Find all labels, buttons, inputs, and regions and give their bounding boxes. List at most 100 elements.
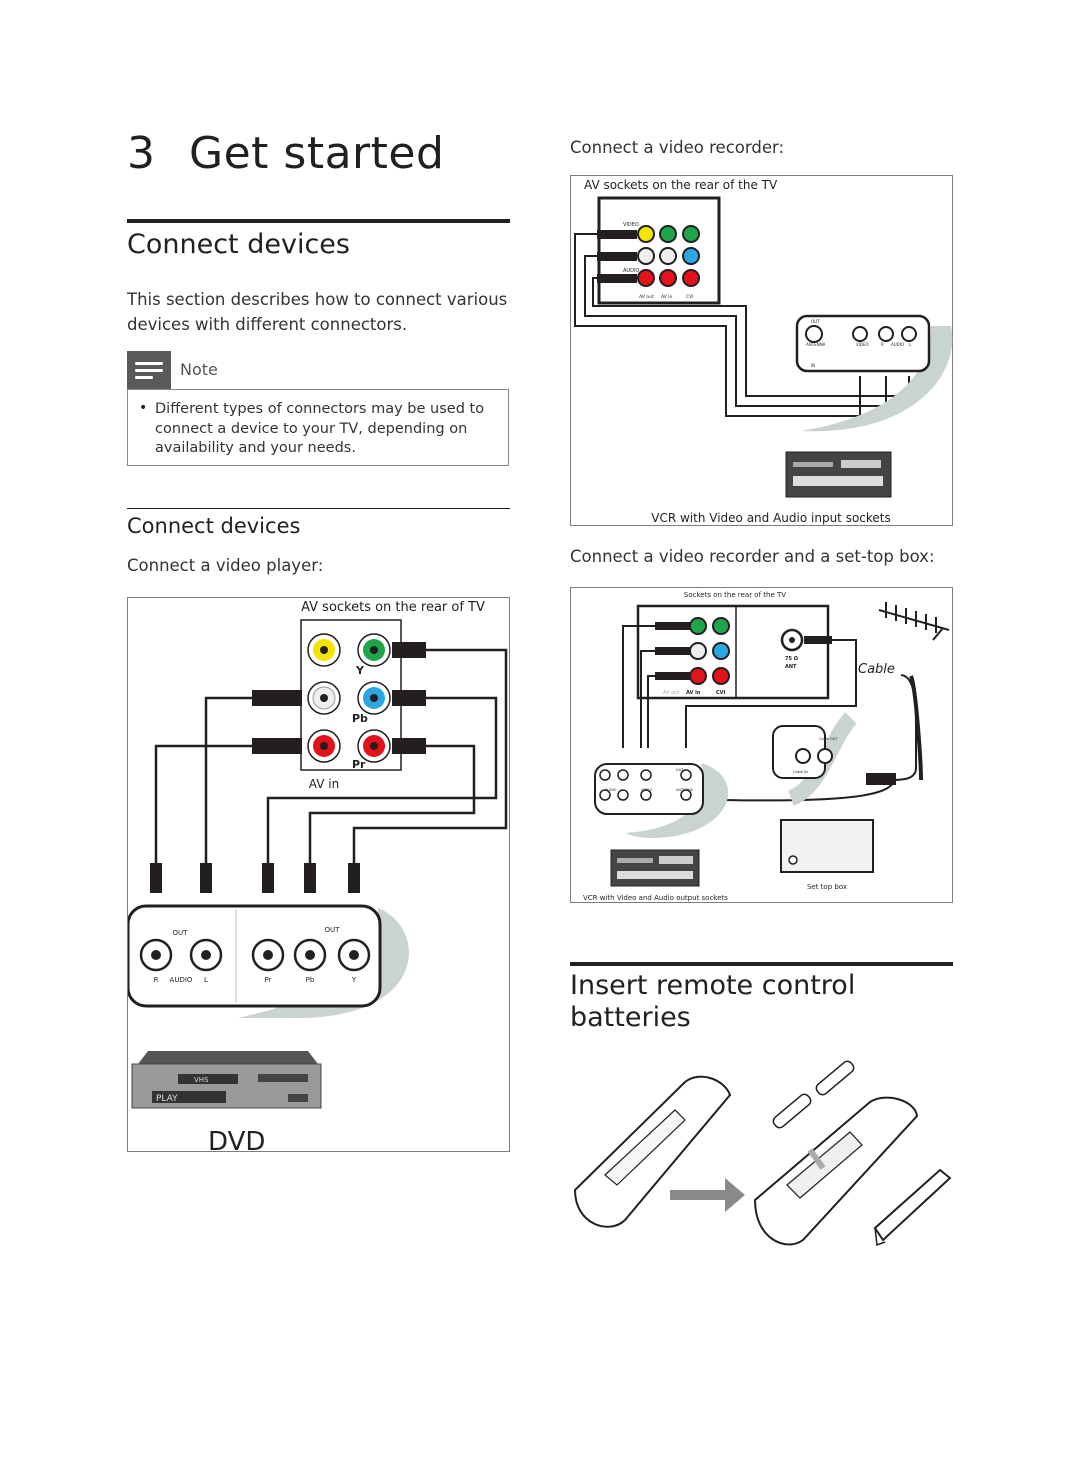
label-antenna: ANTENNA [806, 342, 826, 347]
recorder-settop-diagram: Sockets on the rear of the TV 75 Ω ANT A… [570, 587, 953, 903]
section-title: Connect devices [127, 229, 350, 260]
video-recorder-caption: Connect a video recorder: [570, 138, 785, 157]
chapter-title: 3 Get started [127, 128, 444, 179]
socket-blue [357, 681, 391, 715]
note-box: • Different types of connectors may be u… [127, 389, 509, 466]
video-player-device-icon: PLAY VHS [131, 1051, 322, 1109]
socket-red-left [307, 729, 341, 763]
video-recorder-diagram: AV sockets on the rear of the TV VIDEO A… [570, 175, 953, 526]
label-ohm: 75 Ω [785, 656, 799, 662]
label-out-left: OUT [173, 929, 189, 937]
chapter-number: 3 [127, 128, 156, 179]
label-av-out: AV out [639, 294, 654, 300]
batteries-title-line1: Insert remote control [570, 970, 856, 1001]
swoosh [626, 763, 729, 838]
label-video: VIDEO [623, 222, 639, 228]
label-l: L [204, 976, 208, 984]
dvd-label: DVD [208, 1127, 265, 1153]
tv-socket-panel [597, 196, 721, 305]
note-icon [127, 351, 171, 389]
subsection-title: Connect devices [127, 514, 301, 538]
socket-yellow [307, 633, 341, 667]
recorder-settop-caption: Connect a video recorder and a set-top b… [570, 547, 935, 566]
device-plugs [150, 863, 360, 893]
vcr-rear-panel [795, 314, 931, 373]
section-rule [127, 219, 510, 223]
note-header: Note [127, 351, 510, 389]
tv-sockets [637, 225, 700, 287]
tv-plugs [597, 230, 637, 283]
label-in: IN [811, 363, 815, 368]
label-audio: AUDIO [605, 788, 617, 792]
label-cvi: CVI [716, 690, 726, 696]
battery-cover-icon [873, 1168, 952, 1247]
socket-red-right [357, 729, 391, 763]
label-pr-out: Pr [265, 976, 272, 984]
remote-battery-illustration [565, 1050, 960, 1255]
label-vcr-audio: AUDIO [891, 342, 904, 347]
vcr-device-icon [610, 849, 700, 887]
label-pr: Pr [352, 758, 366, 771]
label-audio: AUDIO [170, 976, 193, 984]
label-av-in: AV in [309, 777, 339, 791]
cable-plugs [252, 642, 426, 754]
cable-connector [866, 773, 896, 785]
figure-title: AV sockets on the rear of TV [301, 600, 485, 615]
note-item: Different types of connectors may be use… [155, 401, 485, 456]
label-y: Y [355, 664, 365, 677]
label-pb: Pb [352, 712, 368, 725]
label-av-in: AV in [661, 294, 673, 300]
battery-icon [772, 1060, 855, 1129]
remote-closed-icon [573, 1075, 732, 1228]
cables [154, 648, 508, 863]
label-cable-out: Cable OUT [819, 737, 838, 741]
section-intro: This section describes how to connect va… [127, 290, 508, 334]
settop-caption: Set top box [807, 883, 847, 891]
socket-white [307, 681, 341, 715]
settop-box-icon [780, 819, 874, 873]
label-out-right: OUT [325, 926, 341, 934]
remote-open-icon [753, 1096, 919, 1246]
vcr-sockets [805, 325, 917, 343]
label-play: PLAY [156, 1094, 178, 1104]
label-cvi: CVI [686, 294, 694, 300]
label-cable-in: Cable IN [793, 770, 808, 774]
tv-plugs [655, 622, 832, 680]
label-pb-out: Pb [306, 976, 315, 984]
arrow-icon [670, 1178, 745, 1212]
dvd-sockets [139, 938, 371, 972]
label-l: L [909, 342, 912, 347]
video-player-caption: Connect a video player: [127, 556, 324, 575]
label-video: VIDEO [641, 788, 652, 792]
vcr-device-icon [785, 451, 892, 498]
bullet-icon: • [139, 400, 148, 416]
tv-sockets [689, 617, 804, 685]
label-out: OUT [811, 319, 820, 324]
label-av-in: AV in [686, 690, 701, 696]
label-antenna: ANTENNA [676, 788, 694, 792]
vcr-sockets [599, 769, 692, 801]
note-label: Note [180, 360, 218, 379]
label-cable: Cable [858, 662, 895, 677]
antenna-icon [878, 602, 950, 641]
subsection-rule [127, 508, 510, 509]
figure-title: Sockets on the rear of the TV [684, 591, 786, 599]
batteries-rule [570, 962, 953, 966]
swoosh [801, 326, 953, 432]
vcr-caption: VCR with Video and Audio output sockets [583, 894, 728, 902]
label-r: R [881, 342, 884, 347]
socket-green [357, 633, 391, 667]
chapter-title-text: Get started [189, 128, 445, 179]
video-player-diagram: AV sockets on the rear of TV Y Pb Pr AV … [127, 597, 510, 1153]
label-r: R [154, 976, 159, 984]
label-ant: ANT [785, 664, 797, 670]
batteries-title-line2: batteries [570, 1002, 691, 1033]
label-out: OUT [676, 768, 684, 772]
figure-footer: VCR with Video and Audio input sockets [651, 511, 891, 525]
label-y-out: Y [351, 976, 357, 984]
label-vcr-video: VIDEO [856, 342, 869, 347]
figure-title: AV sockets on the rear of the TV [584, 178, 778, 192]
label-audio: AUDIO [623, 268, 639, 274]
label-av-out: AV out [663, 690, 679, 696]
batteries-title: Insert remote control batteries [570, 970, 855, 1034]
